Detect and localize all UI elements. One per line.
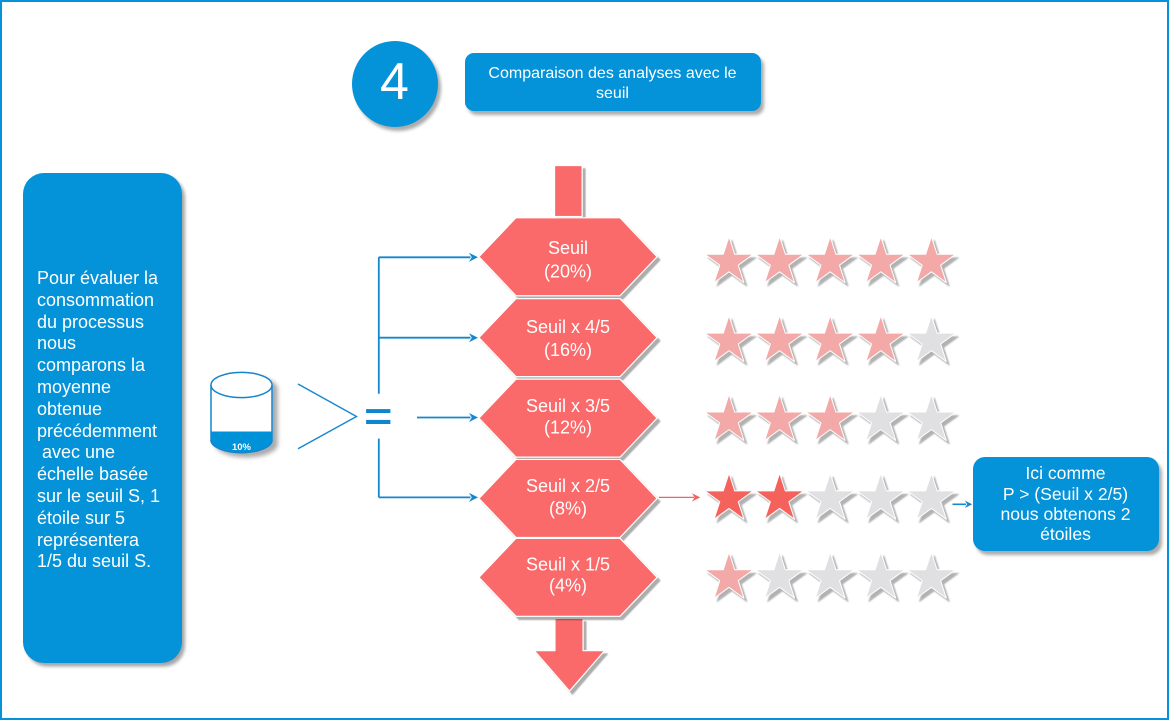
svg-text:Seuil x 2/5: Seuil x 2/5 [526, 476, 610, 496]
svg-text:Seuil x 4/5: Seuil x 4/5 [526, 317, 610, 337]
svg-text:(16%): (16%) [544, 340, 592, 360]
svg-text:(12%): (12%) [544, 418, 592, 438]
svg-text:(4%): (4%) [549, 575, 587, 595]
svg-text:(20%): (20%) [544, 262, 592, 282]
svg-text:(8%): (8%) [549, 498, 587, 518]
svg-text:10%: 10% [232, 442, 252, 453]
svg-text:Seuil x 3/5: Seuil x 3/5 [526, 396, 610, 416]
svg-text:Seuil x 1/5: Seuil x 1/5 [526, 554, 610, 574]
svg-text:Seuil: Seuil [548, 238, 588, 258]
